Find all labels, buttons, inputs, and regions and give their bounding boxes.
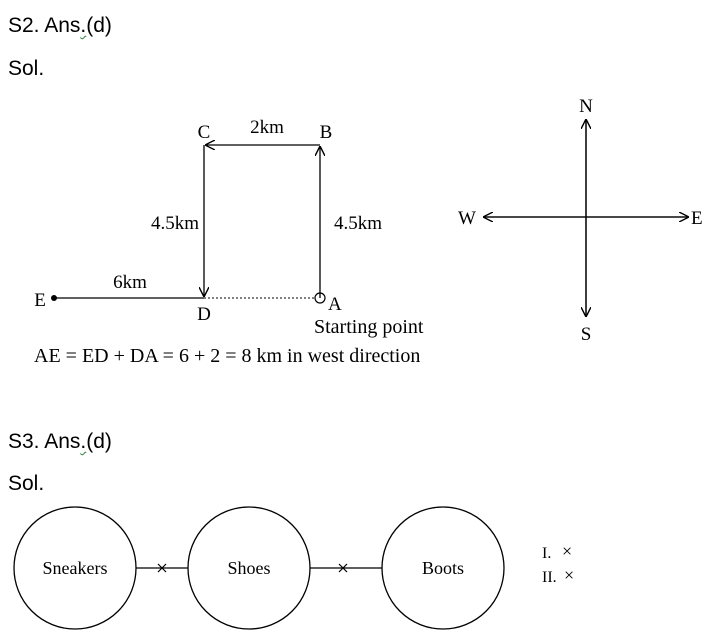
- circle-label-sneakers: Sneakers: [43, 558, 108, 578]
- label-point-a: A: [328, 294, 342, 315]
- conclusion-num-1: I.: [542, 545, 551, 562]
- cross-mark-2: [338, 563, 348, 573]
- compass-label-w: W: [458, 208, 476, 229]
- s2-sol-label: Sol.: [8, 57, 45, 80]
- s3-sol-label: Sol.: [8, 472, 45, 495]
- conclusion-num-2: II.: [542, 569, 557, 586]
- compass-label-n: N: [579, 96, 593, 117]
- circle-label-boots: Boots: [422, 558, 464, 578]
- s2-answer-heading: S2. Ans.(d): [8, 14, 112, 38]
- label-point-d: D: [197, 304, 211, 325]
- starting-point-label: Starting point: [314, 316, 424, 338]
- compass-label-e: E: [691, 208, 703, 229]
- distance-ed: 6km: [113, 272, 147, 293]
- cross-mark-1: [157, 563, 167, 573]
- conclusion-mark-2: ×: [564, 565, 574, 585]
- label-point-c: C: [198, 122, 211, 143]
- conclusion-mark-1: ×: [562, 541, 572, 561]
- s3-answer-heading: S3. Ans.(d): [8, 430, 112, 454]
- label-point-b: B: [320, 122, 333, 143]
- point-a-circle: [314, 292, 326, 304]
- compass-label-s: S: [581, 324, 592, 345]
- s3-ans-dot: .: [80, 430, 87, 453]
- point-e-dot: [51, 295, 57, 301]
- distance-ab: 4.5km: [334, 213, 382, 234]
- s3-ans-label: S3. Ans: [8, 430, 81, 453]
- s2-ans-dot: .: [80, 14, 87, 37]
- circle-label-shoes: Shoes: [227, 558, 270, 578]
- s2-ans-value: (d): [86, 14, 112, 37]
- s3-ans-value: (d): [86, 430, 112, 453]
- s2-ans-label: S2. Ans: [8, 14, 81, 37]
- equation-text: AE = ED + DA = 6 + 2 = 8 km in west dire…: [34, 345, 420, 367]
- distance-cd: 4.5km: [151, 213, 199, 234]
- label-point-e: E: [34, 290, 46, 311]
- distance-cb: 2km: [250, 117, 284, 138]
